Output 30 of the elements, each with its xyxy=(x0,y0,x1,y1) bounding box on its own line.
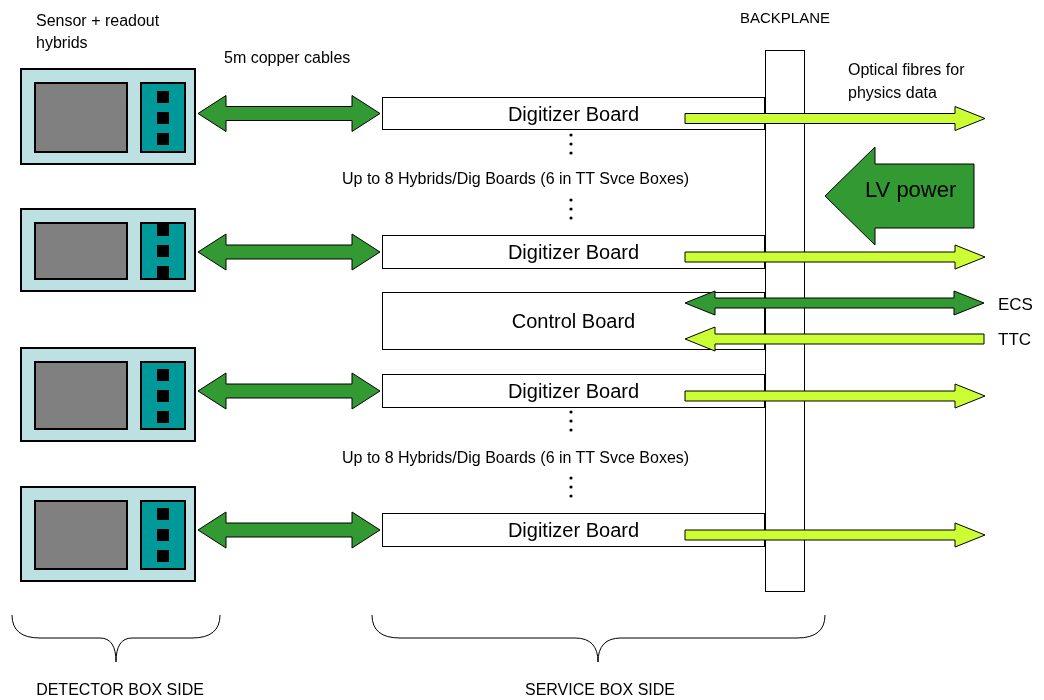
board-box: Digitizer Board xyxy=(382,374,765,408)
arrow xyxy=(684,383,986,409)
board-box: Digitizer Board xyxy=(382,513,765,547)
double-arrow xyxy=(197,95,381,132)
label-text: Sensor + readout hybrids xyxy=(36,11,161,53)
board-box: Digitizer Board xyxy=(382,97,765,130)
label-text: Up to 8 Hybrids/Dig Boards (6 in TT Svce Boxes) xyxy=(342,169,691,189)
hybrid-module-drawing xyxy=(20,347,196,442)
board-box: Digitizer Board xyxy=(382,235,765,269)
arrow xyxy=(684,522,986,548)
label-text: Optical fibres for physics data xyxy=(848,60,966,103)
double-arrow xyxy=(684,290,985,316)
signal-label: ECS xyxy=(998,294,1040,316)
double-arrow xyxy=(197,233,381,271)
arrow xyxy=(684,244,986,270)
hybrid-module-drawing xyxy=(20,486,196,582)
hybrid-module-drawing xyxy=(20,68,196,165)
hybrid-module-drawing xyxy=(20,208,196,292)
label-text: Up to 8 Hybrids/Dig Boards (6 in TT Svce Boxes) xyxy=(342,448,691,468)
label-text: DETECTOR BOX SIDE xyxy=(35,680,205,700)
arrow xyxy=(684,106,986,131)
label-text: SERVICE BOX SIDE xyxy=(524,680,676,700)
double-arrow xyxy=(197,511,381,549)
signal-label: TTC xyxy=(998,329,1040,351)
board-box: Control Board xyxy=(382,292,765,350)
label-text: 5m copper cables xyxy=(224,48,352,68)
arrow xyxy=(684,326,985,352)
heading: BACKPLANE xyxy=(738,8,831,28)
power-label: LV power xyxy=(865,177,957,203)
double-arrow xyxy=(197,372,381,410)
